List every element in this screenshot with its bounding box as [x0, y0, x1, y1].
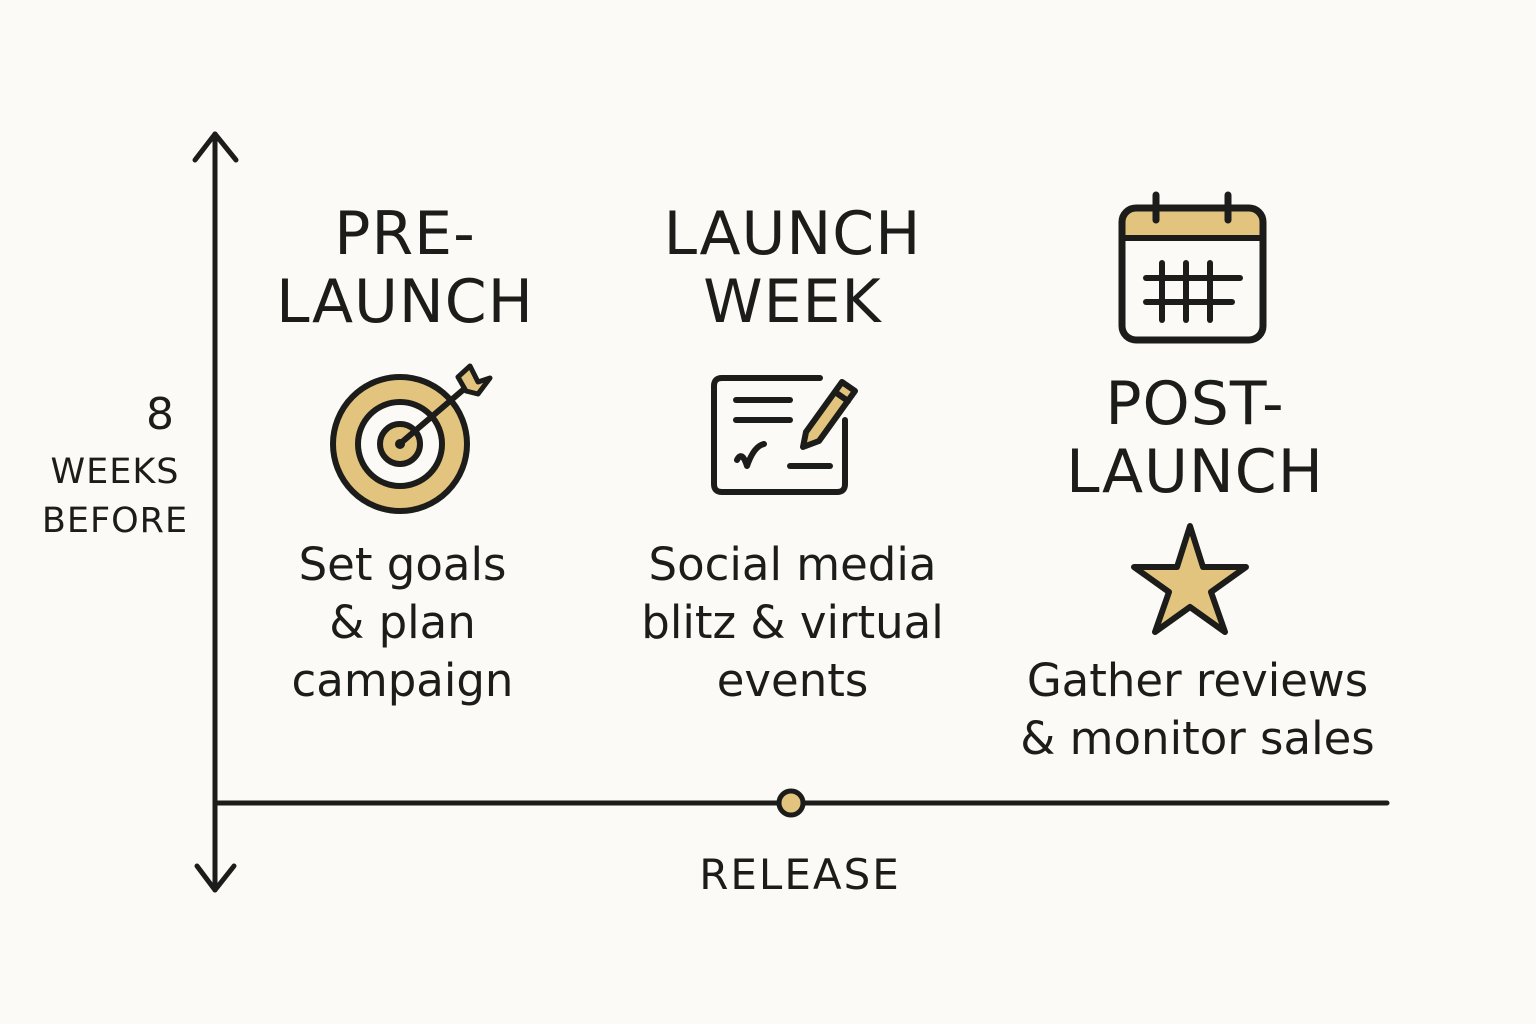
target-arrow-icon — [330, 363, 493, 514]
release-marker — [776, 788, 806, 818]
axis-arrow-down-icon — [194, 863, 237, 893]
calendar-icon — [1118, 191, 1267, 344]
checklist-pencil-icon — [711, 375, 858, 495]
phase-heading-pre-launch: PRE- LAUNCH — [276, 199, 534, 337]
release-label: RELEASE — [699, 850, 901, 899]
phase-heading-launch-week: LAUNCH WEEK — [663, 199, 922, 337]
duration-value: 8 — [146, 389, 174, 440]
axis-arrow-up-icon — [192, 131, 239, 163]
phase-description-launch-week: Social media blitz & virtual events — [641, 538, 944, 707]
phase-heading-post-launch: POST- LAUNCH — [1066, 369, 1324, 507]
phase-description-pre-launch: Set goals & plan campaign — [291, 538, 514, 707]
duration-label: WEEKS BEFORE — [41, 452, 189, 541]
star-icon — [1131, 523, 1249, 635]
phase-description-post-launch: Gather reviews & monitor sales — [1020, 654, 1375, 765]
